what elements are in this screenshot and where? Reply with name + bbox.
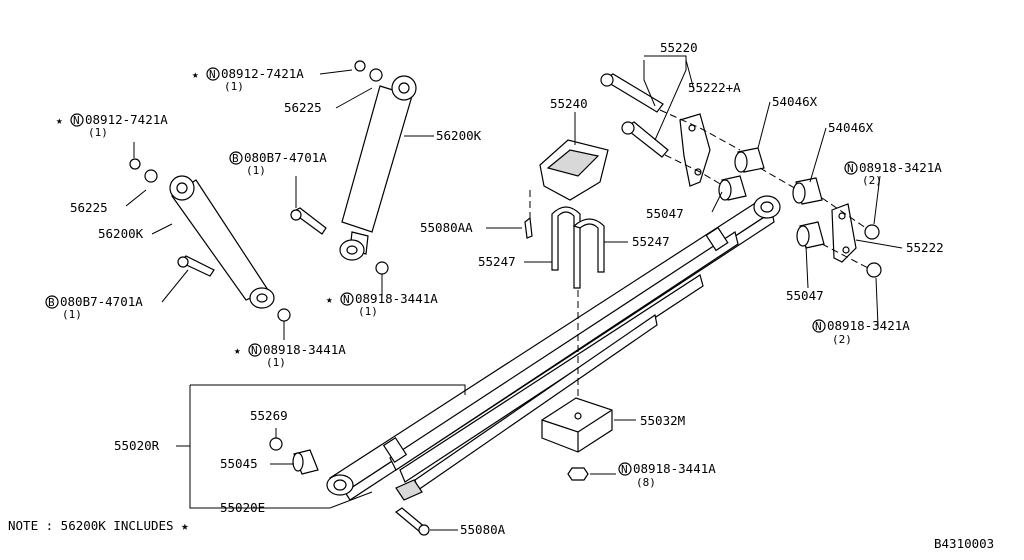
- qty-08918-3441a-top: (1): [358, 305, 378, 318]
- label-08918-3441a-center: 08918-3441A: [633, 461, 716, 476]
- star-mark-4: ★: [234, 344, 241, 357]
- qty-080b7-4701a-left: (1): [62, 308, 82, 321]
- qty-08918-3421a-1: (2): [862, 174, 882, 187]
- label-55269: 55269: [250, 408, 288, 423]
- nut-mark-6: N: [73, 114, 80, 127]
- nut-mark-4: N: [209, 68, 216, 81]
- shackle-assembly: [600, 73, 882, 278]
- leaf-spring-assembly: [326, 195, 781, 501]
- label-08912-7421a-top: 08912-7421A: [221, 66, 304, 81]
- label-08918-3441a-top: 08918-3441A: [355, 291, 438, 306]
- part-labels: 55220 55222+A 55240 54046X 54046X N 0891…: [8, 40, 994, 551]
- qty-08918-3441a-center: (8): [636, 476, 656, 489]
- nut-mark-1: N: [847, 162, 854, 175]
- label-08918-3421a-2: 08918-3421A: [827, 318, 910, 333]
- label-08918-3421a-1: 08918-3421A: [859, 160, 942, 175]
- qty-08918-3421a-2: (2): [832, 333, 852, 346]
- nut-mark-3: N: [621, 463, 628, 476]
- shock-absorber-left: [129, 158, 291, 322]
- label-080b7-4701a-left: 080B7-4701A: [60, 294, 143, 309]
- star-mark-2: ★: [326, 293, 333, 306]
- shock-absorber-top: [290, 60, 417, 275]
- label-55247-right: 55247: [632, 234, 670, 249]
- label-55032m: 55032M: [640, 413, 685, 428]
- label-08918-3441a-left: 08918-3441A: [263, 342, 346, 357]
- label-55047-b: 55047: [786, 288, 824, 303]
- label-55020r: 55020R: [114, 438, 160, 453]
- label-55240: 55240: [550, 96, 588, 111]
- bolt-mark-1: B: [232, 152, 239, 165]
- nut-mark-7: N: [251, 344, 258, 357]
- label-54046x-b: 54046X: [828, 120, 874, 135]
- label-55080a: 55080A: [460, 522, 506, 537]
- label-08912-7421a-left: 08912-7421A: [85, 112, 168, 127]
- star-mark-1: ★: [192, 68, 199, 81]
- label-56200k-top: 56200K: [436, 128, 482, 143]
- nut-mark-2: N: [815, 320, 822, 333]
- label-56200k-left: 56200K: [98, 226, 144, 241]
- leader-lines: [125, 55, 903, 531]
- qty-080b7-4701a-top: (1): [246, 164, 266, 177]
- label-56225-left: 56225: [70, 200, 108, 215]
- qty-08912-7421a-left: (1): [88, 126, 108, 139]
- label-56225-top: 56225: [284, 100, 322, 115]
- bolt-mark-2: B: [48, 296, 55, 309]
- qty-08912-7421a-top: (1): [224, 80, 244, 93]
- nut-mark-5: N: [343, 293, 350, 306]
- label-55222-a: 55222+A: [688, 80, 741, 95]
- u-bolt-assembly: [524, 139, 613, 481]
- note-text: NOTE : 56200K INCLUDES ★: [8, 518, 189, 533]
- label-55220: 55220: [660, 40, 698, 55]
- label-55080aa: 55080AA: [420, 220, 473, 235]
- label-55045: 55045: [220, 456, 258, 471]
- diagram-id: B4310003: [934, 536, 994, 551]
- label-55020e: 55020E: [220, 500, 265, 515]
- label-55247-left: 55247: [478, 254, 516, 269]
- label-080b7-4701a-top: 080B7-4701A: [244, 150, 327, 165]
- qty-08918-3441a-left: (1): [266, 356, 286, 369]
- label-54046x-a: 54046X: [772, 94, 818, 109]
- label-55222: 55222: [906, 240, 944, 255]
- label-55047-a: 55047: [646, 206, 684, 221]
- star-mark-3: ★: [56, 114, 63, 127]
